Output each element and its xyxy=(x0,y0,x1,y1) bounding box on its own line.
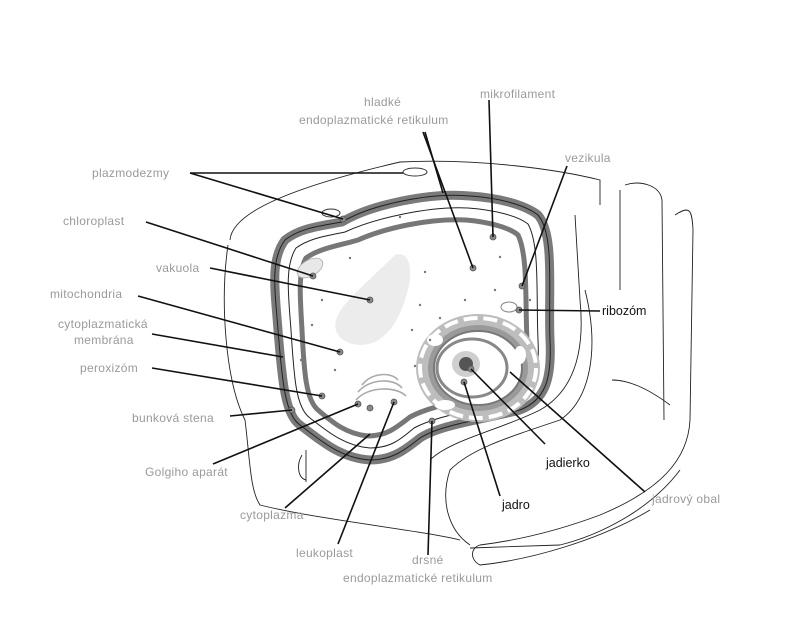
label-cytoplazma: cytoplazma xyxy=(240,508,304,522)
leader-lines xyxy=(137,99,646,556)
leader-ribozom xyxy=(518,309,601,312)
label-peroxizom: peroxizóm xyxy=(80,361,138,375)
neighbor-cell-outlines xyxy=(223,160,694,566)
leader-drsne-er xyxy=(427,420,433,556)
leader-jadierko xyxy=(470,368,546,445)
label-vakuola: vakuola xyxy=(156,261,199,275)
label-drsne-er-2: endoplazmatické retikulum xyxy=(343,571,493,585)
label-bunkova-stena: bunková stena xyxy=(132,411,214,425)
leader-cytoplazmaticka xyxy=(151,333,284,358)
label-ribozom: ribozóm xyxy=(602,304,646,318)
ribosome-dots xyxy=(299,215,532,372)
leader-peroxizom xyxy=(151,367,323,397)
leader-hladke-er-b xyxy=(424,131,444,194)
nucleus-shape xyxy=(416,314,540,422)
golgi-apparatus-shape xyxy=(355,373,407,401)
label-leukoplast: leukoplast xyxy=(296,546,353,560)
leader-jadrovy-obal xyxy=(509,371,646,493)
leader-mitochondria xyxy=(137,295,341,353)
label-hladke-er-2: endoplazmatické retikulum xyxy=(299,113,449,127)
leader-chloroplast xyxy=(145,221,314,277)
label-mikrofilament: mikrofilament xyxy=(480,87,556,101)
label-golgiho-aparat: Golgiho aparát xyxy=(145,465,228,479)
label-hladke-er-1: hladké xyxy=(364,95,401,109)
label-jadierko: jadierko xyxy=(545,456,590,470)
leader-vakuola xyxy=(209,267,371,301)
leader-leukoplast xyxy=(337,401,395,545)
label-points xyxy=(288,215,526,425)
label-mitochondria: mitochondria xyxy=(50,287,122,301)
labels: plazmodezmy hladké endoplazmatické retik… xyxy=(50,87,720,585)
label-jadro: jadro xyxy=(501,498,530,512)
label-plazmodezmy: plazmodezmy xyxy=(92,166,169,180)
leader-bunkova-stena xyxy=(229,409,293,417)
leader-golgi xyxy=(212,403,359,465)
label-chloroplast: chloroplast xyxy=(63,214,125,228)
leader-jadro xyxy=(463,381,501,497)
label-vezikula: vezikula xyxy=(565,151,611,165)
vesicle-shape xyxy=(500,301,518,313)
label-jadrovy-obal: jadrový obal xyxy=(651,492,720,506)
label-drsne-er-1: drsné xyxy=(412,553,444,567)
leader-cytoplazma xyxy=(284,433,371,509)
leader-vezikula xyxy=(521,165,568,287)
leader-mikrofilament xyxy=(488,99,494,238)
label-cytoplazmaticka-2: membrána xyxy=(74,333,134,347)
label-cytoplazmaticka-1: cytoplazmatická xyxy=(58,317,148,331)
leader-plazmodezmy-b xyxy=(189,172,344,220)
